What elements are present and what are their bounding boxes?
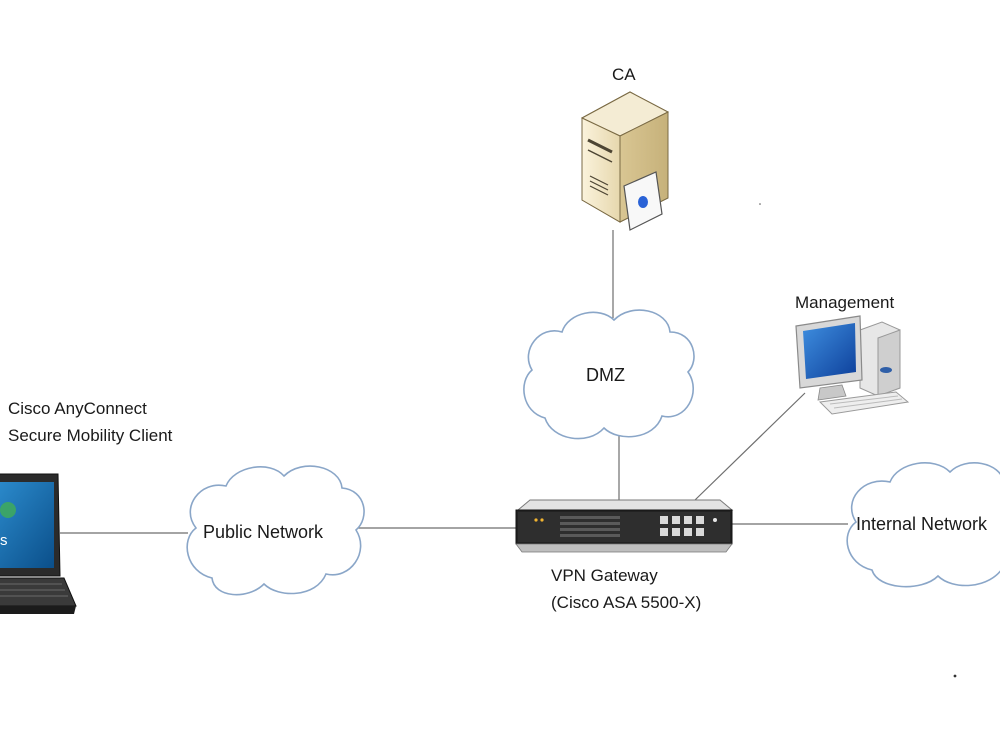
management-label: Management <box>795 293 895 312</box>
client-label-line2: Secure Mobility Client <box>8 426 173 445</box>
connection-lines <box>60 230 848 534</box>
gateway-label-line2: (Cisco ASA 5500-X) <box>551 593 702 612</box>
dmz-cloud <box>523 309 695 440</box>
internal-network-cloud <box>846 462 1000 588</box>
laptop-icon <box>0 473 77 614</box>
asa-gateway-icon <box>515 499 734 553</box>
internal-network-label: Internal Network <box>856 514 988 534</box>
stray-dot <box>759 203 761 205</box>
gateway-label-line1: VPN Gateway <box>551 566 658 585</box>
management-pc-icon <box>795 315 910 415</box>
laptop-screen-text: s <box>0 532 8 549</box>
public-network-cloud <box>186 465 365 596</box>
link-gateway-management <box>694 392 806 501</box>
public-network-label: Public Network <box>203 522 324 542</box>
client-label-line1: Cisco AnyConnect <box>8 399 147 418</box>
ca-server-icon <box>580 91 670 231</box>
dmz-label: DMZ <box>586 365 625 385</box>
stray-dot <box>953 674 957 678</box>
certificate-icon <box>623 171 663 231</box>
ca-label: CA <box>612 65 636 84</box>
